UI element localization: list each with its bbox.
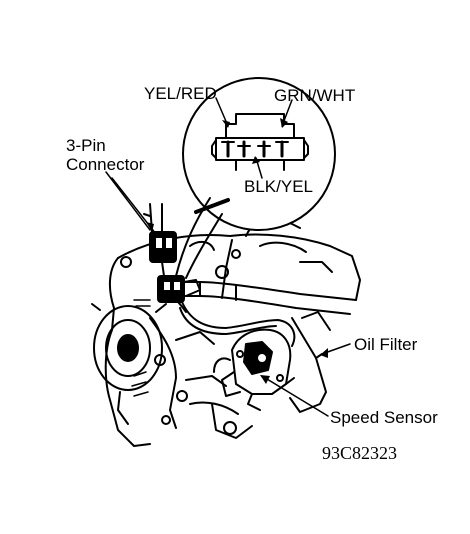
pulley — [91, 303, 167, 425]
label-yel-red: YEL/RED — [144, 84, 217, 103]
harness-tube — [159, 281, 357, 315]
lower-housing — [131, 299, 253, 439]
pigtail-connector — [143, 203, 177, 277]
label-grn-wht: GRN/WHT — [274, 86, 356, 105]
mounted-connector — [157, 275, 201, 303]
speed-sensor-cluster — [213, 328, 295, 411]
label-oil-filter: Oil Filter — [354, 335, 418, 354]
label-connector: Connector — [66, 155, 145, 174]
connector-zoom-inset — [182, 77, 336, 231]
label-speed-sensor: Speed Sensor — [330, 408, 438, 427]
leader-arrows — [146, 118, 328, 384]
zoom-cone — [175, 197, 230, 279]
label-3-pin: 3-Pin — [66, 136, 106, 155]
figure-code: 93C82323 — [322, 443, 398, 463]
sensor-wire — [169, 291, 296, 347]
label-blk-yel: BLK/YEL — [244, 177, 313, 196]
